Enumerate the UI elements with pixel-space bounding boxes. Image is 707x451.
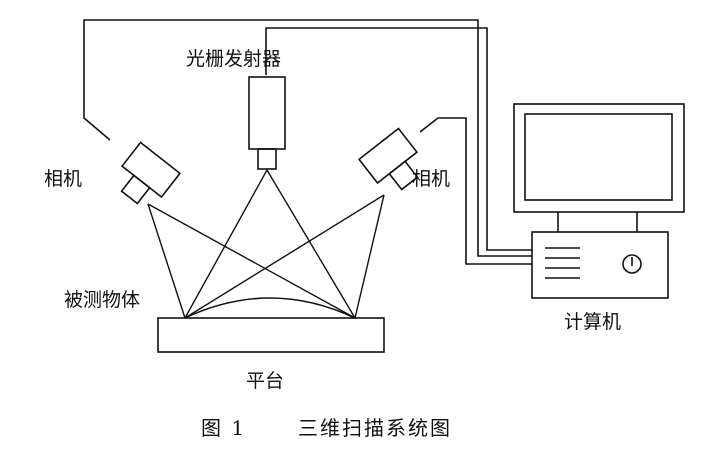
platform-label: 平台 bbox=[246, 370, 285, 392]
rays bbox=[147, 169, 385, 319]
measured-object-label: 被测物体 bbox=[64, 289, 141, 311]
grating-emitter-label: 光栅发射器 bbox=[186, 48, 282, 70]
camera-right-label: 相机 bbox=[412, 168, 451, 190]
cable-grating-emitter bbox=[265, 27, 532, 251]
grating-emitter-lens bbox=[257, 148, 277, 170]
computer bbox=[513, 103, 685, 299]
camera-left bbox=[120, 141, 182, 205]
computer-label: 计算机 bbox=[564, 311, 622, 333]
power-icon bbox=[622, 254, 642, 274]
platform bbox=[157, 317, 385, 353]
monitor-outer bbox=[513, 103, 685, 213]
figure-title: 三维扫描系统图 bbox=[298, 416, 452, 440]
monitor-screen bbox=[524, 113, 673, 201]
camera-left-body bbox=[120, 141, 182, 199]
camera-left-label: 相机 bbox=[44, 168, 83, 190]
computer-case bbox=[531, 231, 669, 299]
grating-emitter-body bbox=[248, 76, 286, 150]
measured-object-surface bbox=[184, 297, 356, 319]
camera-right-lens bbox=[388, 160, 419, 191]
grating-emitter bbox=[248, 76, 286, 170]
cable-left-camera bbox=[83, 19, 532, 257]
cable-right-camera bbox=[419, 117, 532, 265]
camera-right-body bbox=[357, 127, 419, 185]
camera-right bbox=[357, 127, 419, 191]
figure-number: 图 1 bbox=[201, 416, 247, 440]
camera-left-lens bbox=[120, 174, 151, 205]
